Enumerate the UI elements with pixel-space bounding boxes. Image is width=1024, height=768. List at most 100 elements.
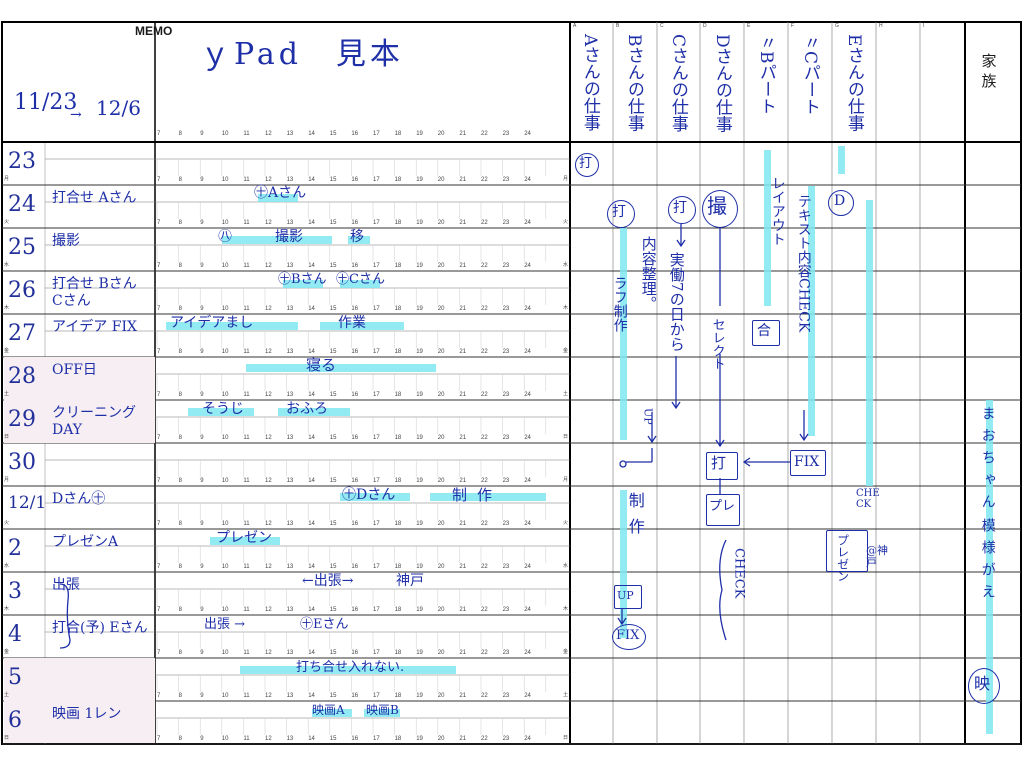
- row-hour-13: 13: [286, 220, 294, 226]
- row-hour-24: 24: [524, 564, 531, 570]
- row-hour-8: 8: [178, 349, 182, 355]
- row-hour-19: 19: [416, 607, 423, 613]
- header-hour-20: 20: [437, 131, 445, 137]
- day-memo: 撮影: [52, 233, 80, 249]
- row-hour-7: 7: [157, 564, 161, 570]
- row-hour-17: 17: [373, 478, 380, 484]
- row-hour-21: 21: [459, 521, 467, 527]
- row-hour-9: 9: [200, 435, 204, 441]
- header-hour-15: 15: [329, 131, 337, 137]
- row-hour-16: 16: [351, 650, 359, 656]
- b-rough-note: ラフ制作: [611, 276, 628, 332]
- row-hour-9: 9: [200, 349, 204, 355]
- row-hour-9: 9: [200, 478, 204, 484]
- row-hour-18: 18: [394, 435, 402, 441]
- row-hour-20: 20: [437, 392, 445, 398]
- row-hour-12: 12: [265, 607, 272, 613]
- day-number: 3: [8, 579, 22, 604]
- header-hour-24: 24: [524, 131, 531, 137]
- row-hour-23: 23: [502, 607, 510, 613]
- row-hour-13: 13: [286, 177, 294, 183]
- row-hour-23: 23: [502, 693, 510, 699]
- day-memo: 映画 1レン: [52, 706, 122, 722]
- row-hour-7: 7: [157, 220, 161, 226]
- row-hour-13: 13: [286, 435, 294, 441]
- row-hour-21: 21: [459, 693, 467, 699]
- row-hour-19: 19: [416, 521, 423, 527]
- column-letter-f: F: [791, 23, 795, 29]
- plan-3-a: ←出張→: [302, 573, 354, 589]
- row-hour-21: 21: [459, 220, 467, 226]
- row-hour-20: 20: [437, 607, 445, 613]
- day-number: 4: [8, 622, 22, 647]
- plan-25-a: ㊇: [218, 229, 232, 245]
- weekend-shade-sun2: [4, 701, 155, 743]
- row-hour-7: 7: [157, 177, 161, 183]
- b-fix-note: FIX: [616, 628, 640, 643]
- row-hour-24: 24: [524, 392, 531, 398]
- row-hour-15: 15: [329, 177, 337, 183]
- d-meet-note: 打: [711, 454, 727, 472]
- header-hour-14: 14: [308, 131, 315, 137]
- row-hour-22: 22: [481, 564, 488, 570]
- row-hour-11: 11: [243, 478, 250, 484]
- row-hour-7: 7: [157, 478, 161, 484]
- row-hour-17: 17: [373, 435, 380, 441]
- row-hour-16: 16: [351, 392, 359, 398]
- day-number: 6: [8, 708, 22, 733]
- day-number: 12/1: [8, 493, 47, 513]
- day-weekday-right: 金: [563, 649, 569, 655]
- d-meet-box: [706, 452, 738, 480]
- column-title-3: Cさんの仕事: [667, 34, 688, 133]
- row-hour-20: 20: [437, 478, 445, 484]
- b-meeting-note: 打: [612, 204, 626, 220]
- row-hour-17: 17: [373, 349, 380, 355]
- day-weekday: 土: [4, 391, 10, 397]
- day-weekday-right: 木: [563, 606, 569, 612]
- row-hour-24: 24: [524, 478, 531, 484]
- row-hour-15: 15: [329, 263, 337, 269]
- b-up2-note: UP: [617, 589, 634, 602]
- day-weekday: 日: [4, 735, 10, 741]
- row-hour-15: 15: [329, 564, 337, 570]
- row-hour-20: 20: [437, 306, 445, 312]
- row-hour-24: 24: [524, 306, 531, 312]
- day-weekday: 金: [4, 348, 10, 354]
- family-eiga-circle: [968, 668, 1000, 704]
- column-letter-b: B: [616, 23, 620, 29]
- column-title-1: Aさんの仕事: [579, 34, 600, 132]
- day-memo: 打合せ Bさん Cさん: [52, 276, 137, 309]
- row-hour-12: 12: [265, 392, 272, 398]
- plan-3-b: 神戸: [396, 573, 424, 589]
- row-hour-22: 22: [481, 349, 488, 355]
- row-hour-22: 22: [481, 478, 488, 484]
- day-weekday: 火: [4, 520, 10, 526]
- row-hour-23: 23: [502, 435, 510, 441]
- row-hour-18: 18: [394, 521, 402, 527]
- row-hour-18: 18: [394, 478, 402, 484]
- day-number: 23: [8, 149, 36, 174]
- row-hour-21: 21: [459, 306, 467, 312]
- day-memo: 打合(予) Eさん: [52, 620, 148, 636]
- row-hour-21: 21: [459, 263, 467, 269]
- row-hour-18: 18: [394, 607, 402, 613]
- row-hour-13: 13: [286, 306, 294, 312]
- row-hour-9: 9: [200, 693, 204, 699]
- row-hour-23: 23: [502, 736, 510, 742]
- day-weekday: 月: [4, 176, 10, 182]
- row-hour-8: 8: [178, 736, 182, 742]
- weekend-shade-sat2: [4, 658, 155, 701]
- row-hour-24: 24: [524, 177, 531, 183]
- row-hour-18: 18: [394, 693, 402, 699]
- row-hour-15: 15: [329, 392, 337, 398]
- header-hour-21: 21: [459, 131, 467, 137]
- day-weekday: 木: [4, 305, 10, 311]
- day-weekday-right: 火: [563, 520, 569, 526]
- row-hour-19: 19: [416, 177, 423, 183]
- g-pre-box: [826, 530, 868, 572]
- row-hour-7: 7: [157, 349, 161, 355]
- row-hour-16: 16: [351, 306, 359, 312]
- row-hour-22: 22: [481, 392, 488, 398]
- day-memo: OFF日: [52, 362, 97, 378]
